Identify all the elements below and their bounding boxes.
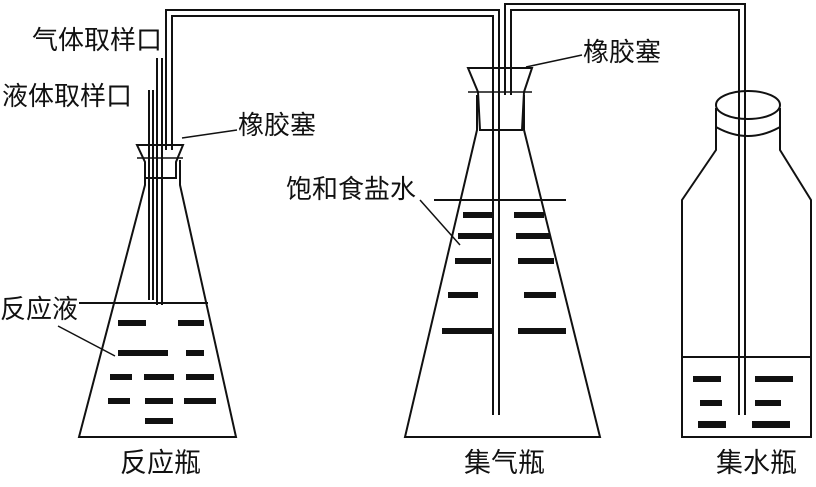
reaction-liquid-marks — [108, 320, 216, 424]
reaction-flask-caption: 反应瓶 — [120, 448, 201, 479]
gas-sample-port-label: 气体取样口 — [32, 26, 163, 56]
middle-stopper-label: 橡胶塞 — [583, 38, 662, 68]
left-rubber-stopper — [135, 144, 185, 179]
gas-collection-bottle-caption: 集气瓶 — [464, 448, 545, 479]
water-collection-bottle — [681, 90, 812, 438]
connecting-tube-left-middle — [165, 9, 500, 415]
liquid-sample-port-label: 液体取样口 — [2, 82, 133, 112]
gas-sample-tube — [156, 58, 163, 305]
left-stopper-label: 橡胶塞 — [238, 111, 317, 141]
brine-marks — [442, 212, 566, 334]
reaction-flask — [77, 160, 238, 438]
water-marks — [693, 376, 793, 428]
saturated-brine-label: 饱和食盐水 — [286, 175, 417, 205]
leader-lines — [57, 54, 583, 357]
water-collection-bottle-caption: 集水瓶 — [716, 448, 797, 479]
liquid-sample-tube — [148, 90, 154, 300]
connecting-tube-middle-right — [504, 3, 746, 415]
reaction-liquid-label: 反应液 — [0, 295, 79, 325]
gas-collection-bottle — [403, 95, 602, 438]
